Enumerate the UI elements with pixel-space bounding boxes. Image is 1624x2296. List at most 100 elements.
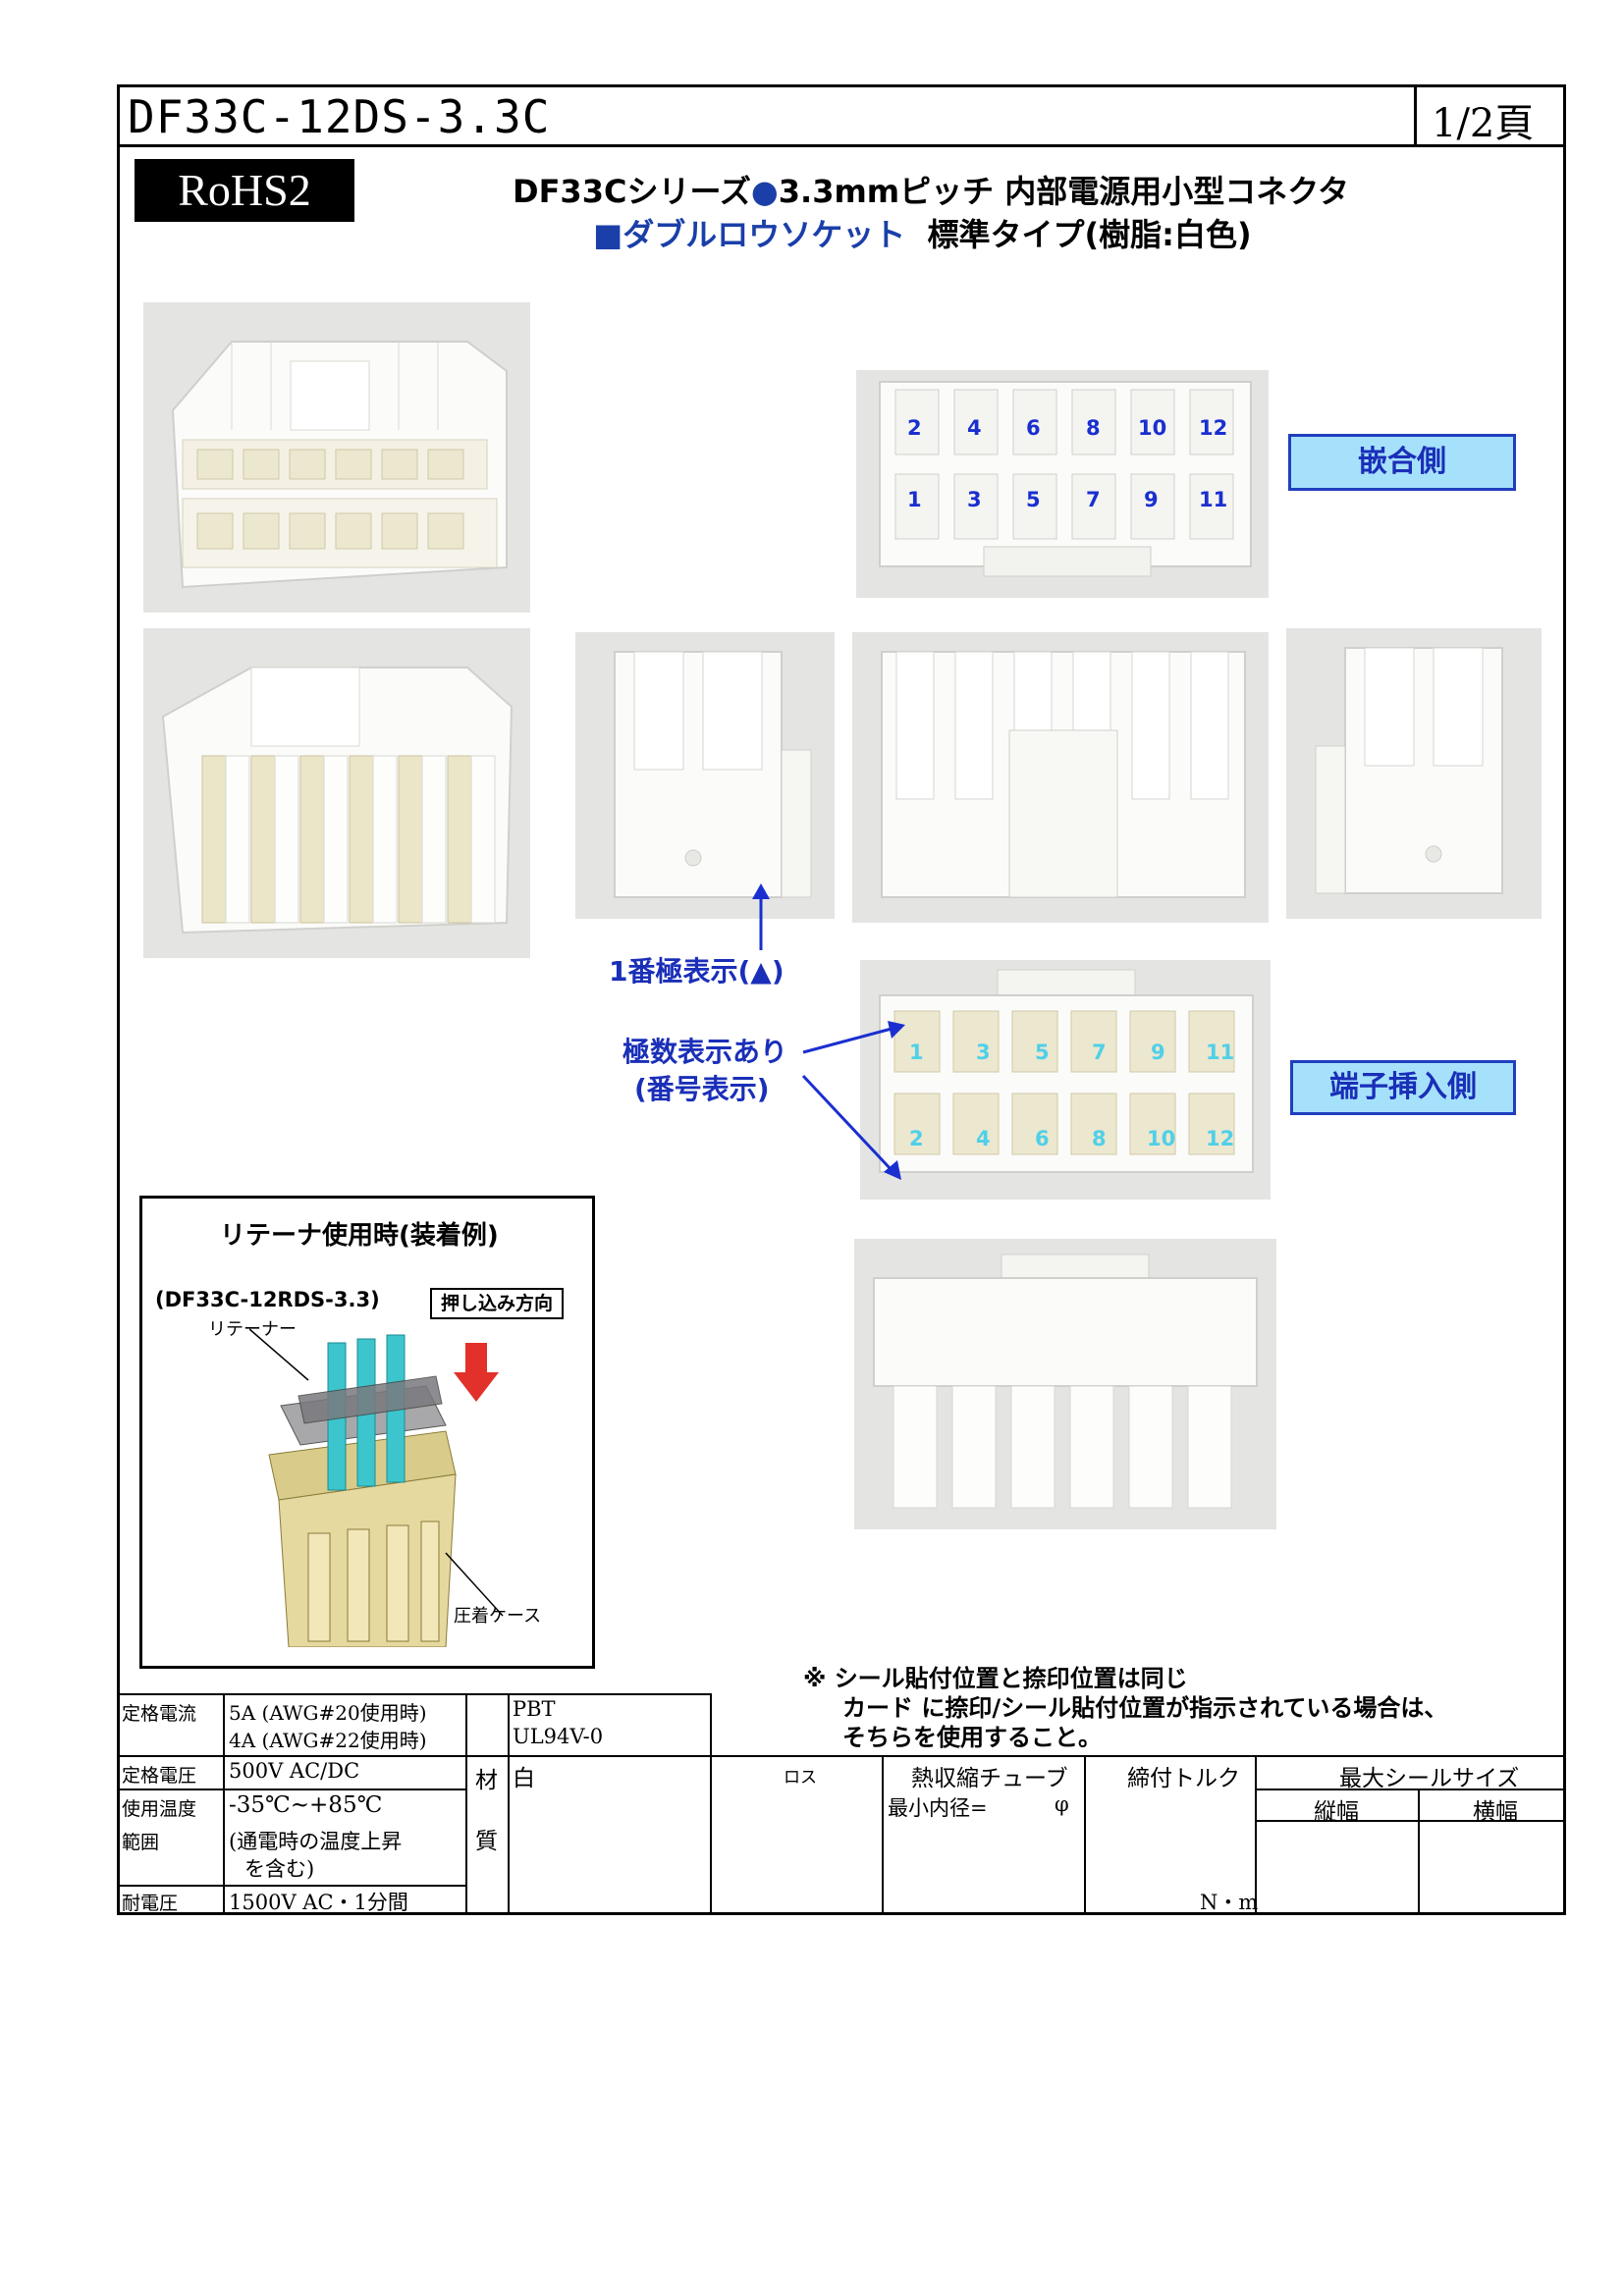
table-line — [117, 1693, 710, 1695]
mating-pin-label: 11 — [1199, 488, 1228, 511]
left-side-illustration — [575, 632, 835, 919]
photo-front-side — [852, 632, 1269, 923]
mating-side-tag: 嵌合側 — [1288, 434, 1516, 491]
table-line — [465, 1693, 467, 1912]
rohs-badge: RoHS2 — [135, 159, 354, 222]
rated-current-label: 定格電流 — [122, 1703, 197, 1725]
retainer-heading: リテーナ使用時(装着例) — [220, 1221, 499, 1251]
table-line — [1255, 1820, 1566, 1822]
mating-pin-label: 3 — [967, 488, 982, 511]
pin-count-label: 極数表示あり — [623, 1036, 788, 1068]
material-flammability: UL94V-0 — [513, 1725, 604, 1748]
push-direction-label: 押し込み方向 — [430, 1288, 564, 1319]
table-line — [117, 1789, 465, 1790]
temperature-note-2: を含む) — [244, 1857, 315, 1881]
terminal-side-tag: 端子挿入側 — [1290, 1060, 1516, 1115]
table-line — [117, 1755, 1566, 1757]
table-line — [1255, 1755, 1257, 1912]
pointer-arrows-icon — [801, 1021, 905, 1180]
mating-face-illustration — [856, 370, 1269, 598]
series-heading: DF33Cシリーズ●3.3mmピッチ 内部電源用小型コネクタ — [513, 167, 1349, 212]
mating-pin-label: 10 — [1138, 416, 1167, 440]
retainer-assembly-illustration — [249, 1328, 504, 1647]
photo-terminal-face — [860, 960, 1271, 1200]
terminal-pin-label: 5 — [1035, 1041, 1050, 1064]
rated-current-value-1: 5A (AWG#20使用時) — [229, 1701, 427, 1725]
rated-current-value-2: 4A (AWG#22使用時) — [229, 1729, 427, 1752]
table-line — [117, 1912, 1566, 1914]
series-name: DF33Cシリーズ — [513, 173, 751, 210]
table-line — [223, 1693, 225, 1912]
mating-pin-label: 2 — [907, 416, 922, 440]
mating-pin-label: 1 — [907, 488, 922, 511]
terminal-pin-label: 2 — [909, 1127, 924, 1150]
series-description: 3.3mmピッチ 内部電源用小型コネクタ — [778, 173, 1350, 210]
part-number-title: DF33C-12DS-3.3C — [128, 90, 551, 143]
torque-unit: N・m — [1200, 1891, 1259, 1914]
terminal-pin-label: 4 — [976, 1127, 991, 1150]
terminal-pin-label: 6 — [1035, 1127, 1050, 1150]
title-row — [117, 84, 1566, 147]
table-line — [1084, 1755, 1086, 1912]
mating-pin-label: 9 — [1144, 488, 1159, 511]
heat-shrink-min-diameter: 最小内径= — [888, 1796, 988, 1820]
mating-pin-label: 6 — [1026, 416, 1041, 440]
retainer-label: リテーナー — [208, 1319, 297, 1340]
photo-right-side — [1286, 628, 1542, 919]
temperature-label-1: 使用温度 — [122, 1798, 197, 1820]
photo-mating-face — [856, 370, 1269, 598]
bullet-icon: ● — [750, 173, 779, 210]
photo-left-side — [575, 632, 835, 919]
retainer-example-panel — [139, 1196, 595, 1669]
withstand-voltage-value: 1500V AC・1分間 — [229, 1891, 408, 1914]
material-color: 白 — [513, 1766, 535, 1791]
terminal-pin-label: 8 — [1092, 1127, 1107, 1150]
photo-isometric-front — [143, 302, 530, 613]
pin-count-sublabel: (番号表示) — [634, 1073, 770, 1105]
table-line — [508, 1693, 510, 1912]
mating-pin-label: 12 — [1199, 416, 1228, 440]
type-name: ■ダブルロウソケット — [593, 216, 906, 253]
connector-iso-rear-illustration — [143, 628, 530, 958]
page-box — [1414, 84, 1566, 147]
withstand-voltage-label: 耐電圧 — [122, 1893, 179, 1914]
table-line — [117, 1885, 465, 1887]
material-resin: PBT — [513, 1697, 556, 1721]
terminal-pin-label: 11 — [1206, 1041, 1235, 1064]
material-label-2: 質 — [475, 1829, 498, 1854]
retainer-part-number: (DF33C-12RDS-3.3) — [155, 1288, 380, 1311]
lot-label: ロス — [784, 1768, 817, 1788]
note-line-3: そちらを使用すること。 — [842, 1724, 1102, 1751]
seal-width-label: 横幅 — [1473, 1799, 1518, 1825]
terminal-pin-label: 7 — [1092, 1041, 1107, 1064]
max-seal-size-label: 最大シールサイズ — [1339, 1766, 1520, 1791]
temperature-range: -35℃~+85℃ — [229, 1792, 383, 1818]
terminal-pin-label: 9 — [1151, 1041, 1165, 1064]
temperature-note-1: (通電時の温度上昇 — [229, 1830, 403, 1853]
terminal-pin-label: 3 — [976, 1041, 991, 1064]
table-line — [710, 1693, 712, 1912]
mating-pin-label: 7 — [1086, 488, 1101, 511]
terminal-pin-label: 12 — [1206, 1127, 1235, 1150]
material-label-1: 材 — [475, 1768, 498, 1793]
seal-height-label: 縦幅 — [1314, 1799, 1359, 1825]
mating-pin-label: 4 — [967, 416, 982, 440]
note-line-1: ※ シール貼付位置と捺印位置は同じ — [803, 1665, 1188, 1692]
arrow-up-icon — [752, 883, 770, 950]
terminal-face-illustration — [860, 960, 1271, 1200]
terminal-pin-label: 1 — [909, 1041, 924, 1064]
page-number: 1/2頁 — [1432, 101, 1535, 146]
terminal-pin-label: 10 — [1147, 1127, 1176, 1150]
mating-pin-label: 8 — [1086, 416, 1101, 440]
table-line — [882, 1755, 884, 1912]
crimp-case-label: 圧着ケース — [454, 1606, 542, 1627]
bottom-side-illustration — [854, 1239, 1276, 1529]
type-heading: ■ダブルロウソケット 標準タイプ(樹脂:白色) — [593, 210, 1252, 255]
pin1-mark-label: 1番極表示(▲) — [609, 955, 785, 988]
temperature-label-2: 範囲 — [122, 1832, 160, 1853]
note-line-2: カード に捺印/シール貼付位置が指示されている場合は、 — [842, 1694, 1448, 1722]
rated-voltage-value: 500V AC/DC — [229, 1759, 360, 1783]
right-side-illustration — [1286, 628, 1542, 919]
photo-bottom-side — [854, 1239, 1276, 1529]
torque-label: 締付トルク — [1127, 1766, 1240, 1791]
